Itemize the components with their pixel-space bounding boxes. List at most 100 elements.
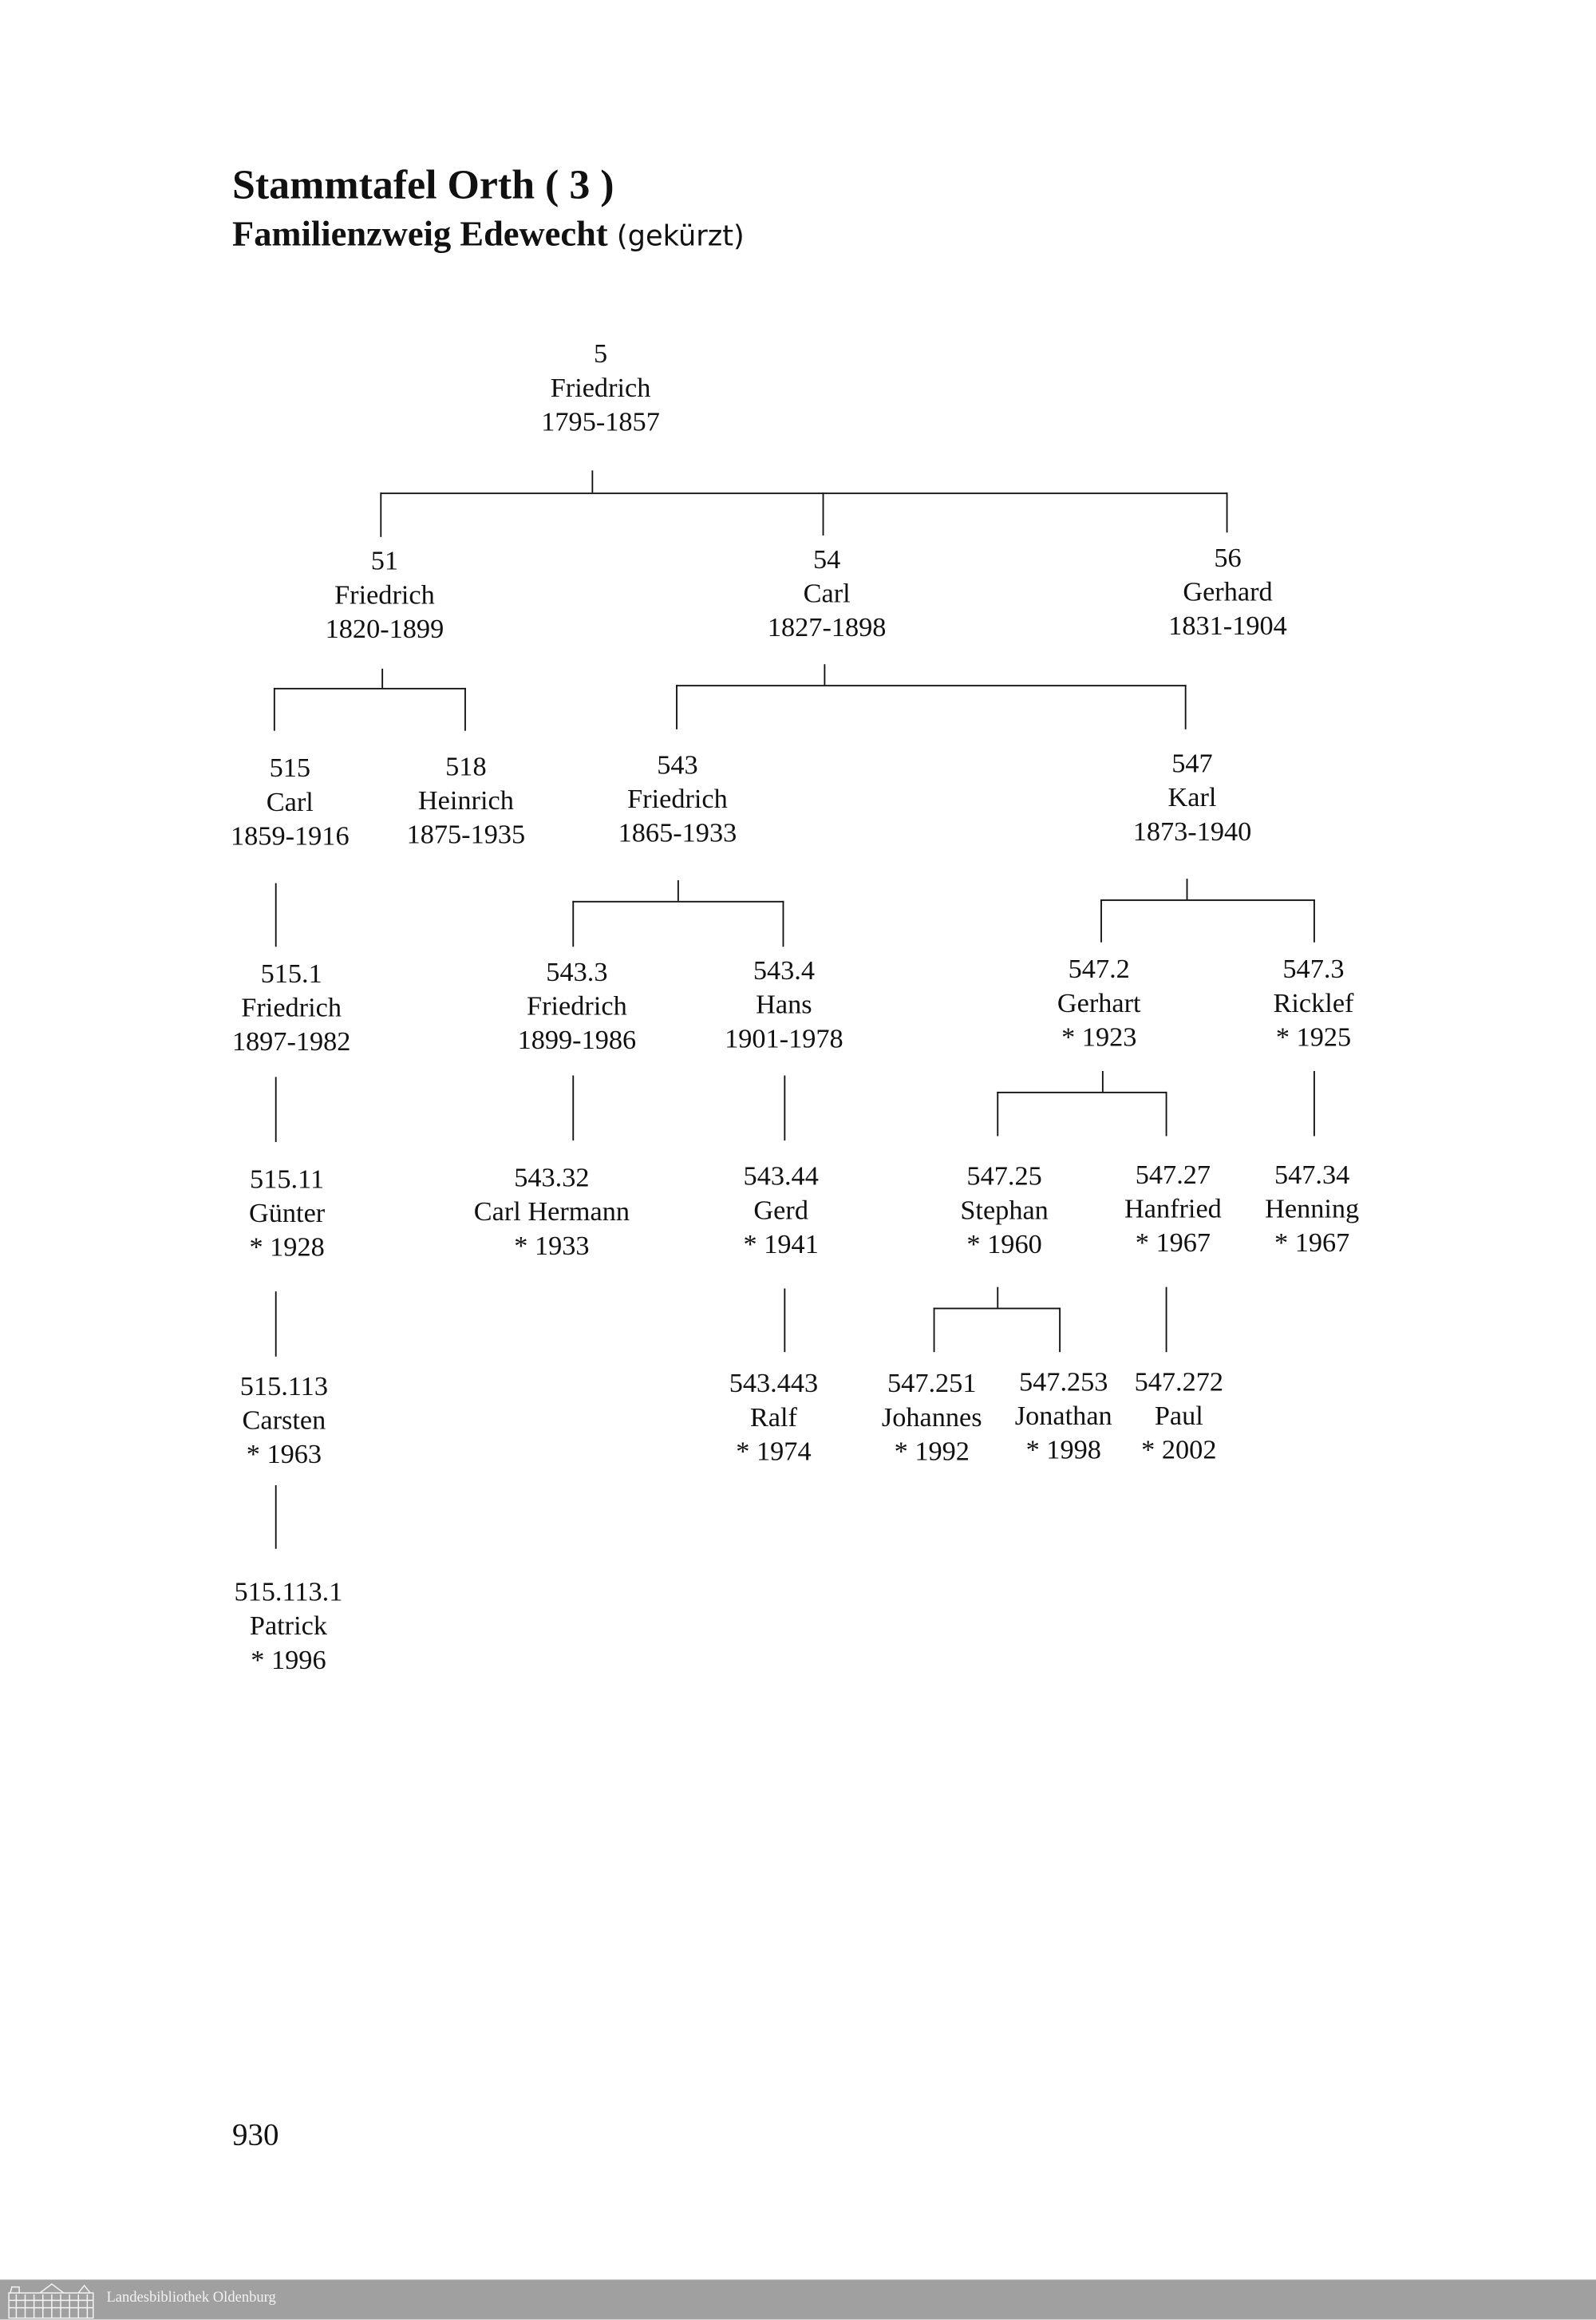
person-dates: 1899-1986 <box>517 1026 637 1056</box>
subtitle-note: (gekürzt) <box>616 220 745 253</box>
tree-connector-line <box>1184 685 1187 729</box>
tree-connector-line <box>676 685 1187 687</box>
person-dates: 1859-1916 <box>231 821 350 852</box>
tree-connector-line <box>1100 899 1315 902</box>
person-number: 56 <box>1214 543 1242 574</box>
person-name: Ricklef <box>1273 989 1354 1019</box>
person-number: 547.3 <box>1282 954 1345 985</box>
person-name: Günter <box>248 1199 326 1229</box>
tree-connector-line <box>275 1291 278 1357</box>
person-name: Friedrich <box>627 785 728 815</box>
tree-connector-line <box>275 1077 278 1142</box>
tree-connector-line <box>933 1307 1061 1310</box>
tree-connector-line <box>1165 1286 1168 1353</box>
person-dates: * 2002 <box>1141 1435 1217 1465</box>
person-number: 547.251 <box>887 1369 977 1399</box>
tree-connector-line <box>380 492 382 537</box>
person-dates: * 1967 <box>1274 1228 1350 1259</box>
person-number: 51 <box>370 546 399 576</box>
person-number: 543.443 <box>729 1369 819 1399</box>
tree-connector-line <box>572 1075 575 1141</box>
person-dates: 1901-1978 <box>725 1024 843 1054</box>
tree-connector-line <box>782 900 785 947</box>
tree-connector-line <box>997 1286 999 1308</box>
person-dates: 1865-1933 <box>618 818 737 849</box>
person-number: 547.27 <box>1135 1160 1211 1191</box>
tree-connector-line <box>784 1288 786 1353</box>
person-number: 518 <box>445 752 487 782</box>
person-number: 543.4 <box>753 956 815 986</box>
person-number: 547 <box>1171 749 1213 779</box>
tree-connector-line <box>381 668 384 688</box>
person-dates: * 1923 <box>1061 1022 1137 1053</box>
tree-connector-line <box>1100 899 1103 943</box>
person-name: Carl <box>266 788 314 818</box>
person-dates: 1873-1940 <box>1132 817 1252 848</box>
person-dates: 1827-1898 <box>767 613 887 643</box>
person-name: Heinrich <box>417 786 514 816</box>
tree-connector-line <box>784 1075 786 1141</box>
person-number: 515 <box>269 753 311 784</box>
person-name: Carl <box>803 579 851 609</box>
person-dates: 1795-1857 <box>541 407 660 437</box>
library-name: Landesbibliothek Oldenburg <box>106 2290 276 2306</box>
person-name: Gerhart <box>1057 989 1141 1019</box>
tree-connector-line <box>591 470 595 493</box>
person-name: Gerd <box>753 1196 808 1226</box>
tree-connector-line <box>1101 1071 1104 1092</box>
page-subtitle: Familienzweig Edewecht (gekürzt) <box>232 216 745 256</box>
tree-connector-line <box>822 492 825 536</box>
person-number: 547.272 <box>1134 1367 1224 1397</box>
person-name: Carsten <box>242 1405 326 1436</box>
person-number: 543 <box>657 750 698 781</box>
tree-connector-line <box>933 1307 936 1353</box>
person-number: 515.11 <box>250 1164 325 1195</box>
subtitle-text: Familienzweig Edewecht <box>232 215 608 255</box>
person-dates: * 1967 <box>1135 1228 1211 1259</box>
person-name: Carl Hermann <box>473 1197 630 1227</box>
person-name: Paul <box>1154 1401 1203 1432</box>
person-number: 515.113 <box>239 1372 328 1402</box>
tree-connector-line <box>677 879 680 901</box>
person-dates: * 1933 <box>514 1231 590 1262</box>
person-number: 5 <box>593 339 608 370</box>
tree-connector-line <box>273 687 466 690</box>
tree-connector-line <box>572 900 784 903</box>
person-name: Jonathan <box>1014 1401 1112 1432</box>
tree-connector-line <box>997 1091 1167 1094</box>
person-name: Patrick <box>249 1611 328 1642</box>
person-dates: 1820-1899 <box>325 615 444 645</box>
tree-connector-line <box>273 687 276 731</box>
person-name: Karl <box>1167 783 1217 813</box>
person-name: Hans <box>756 990 812 1021</box>
person-name: Friedrich <box>527 991 627 1022</box>
person-dates: 1897-1982 <box>231 1027 351 1057</box>
person-name: Friedrich <box>241 993 342 1023</box>
person-name: Johannes <box>881 1403 982 1433</box>
person-dates: * 1963 <box>246 1440 322 1470</box>
person-dates: * 1928 <box>249 1232 325 1263</box>
person-number: 543.3 <box>546 958 608 988</box>
